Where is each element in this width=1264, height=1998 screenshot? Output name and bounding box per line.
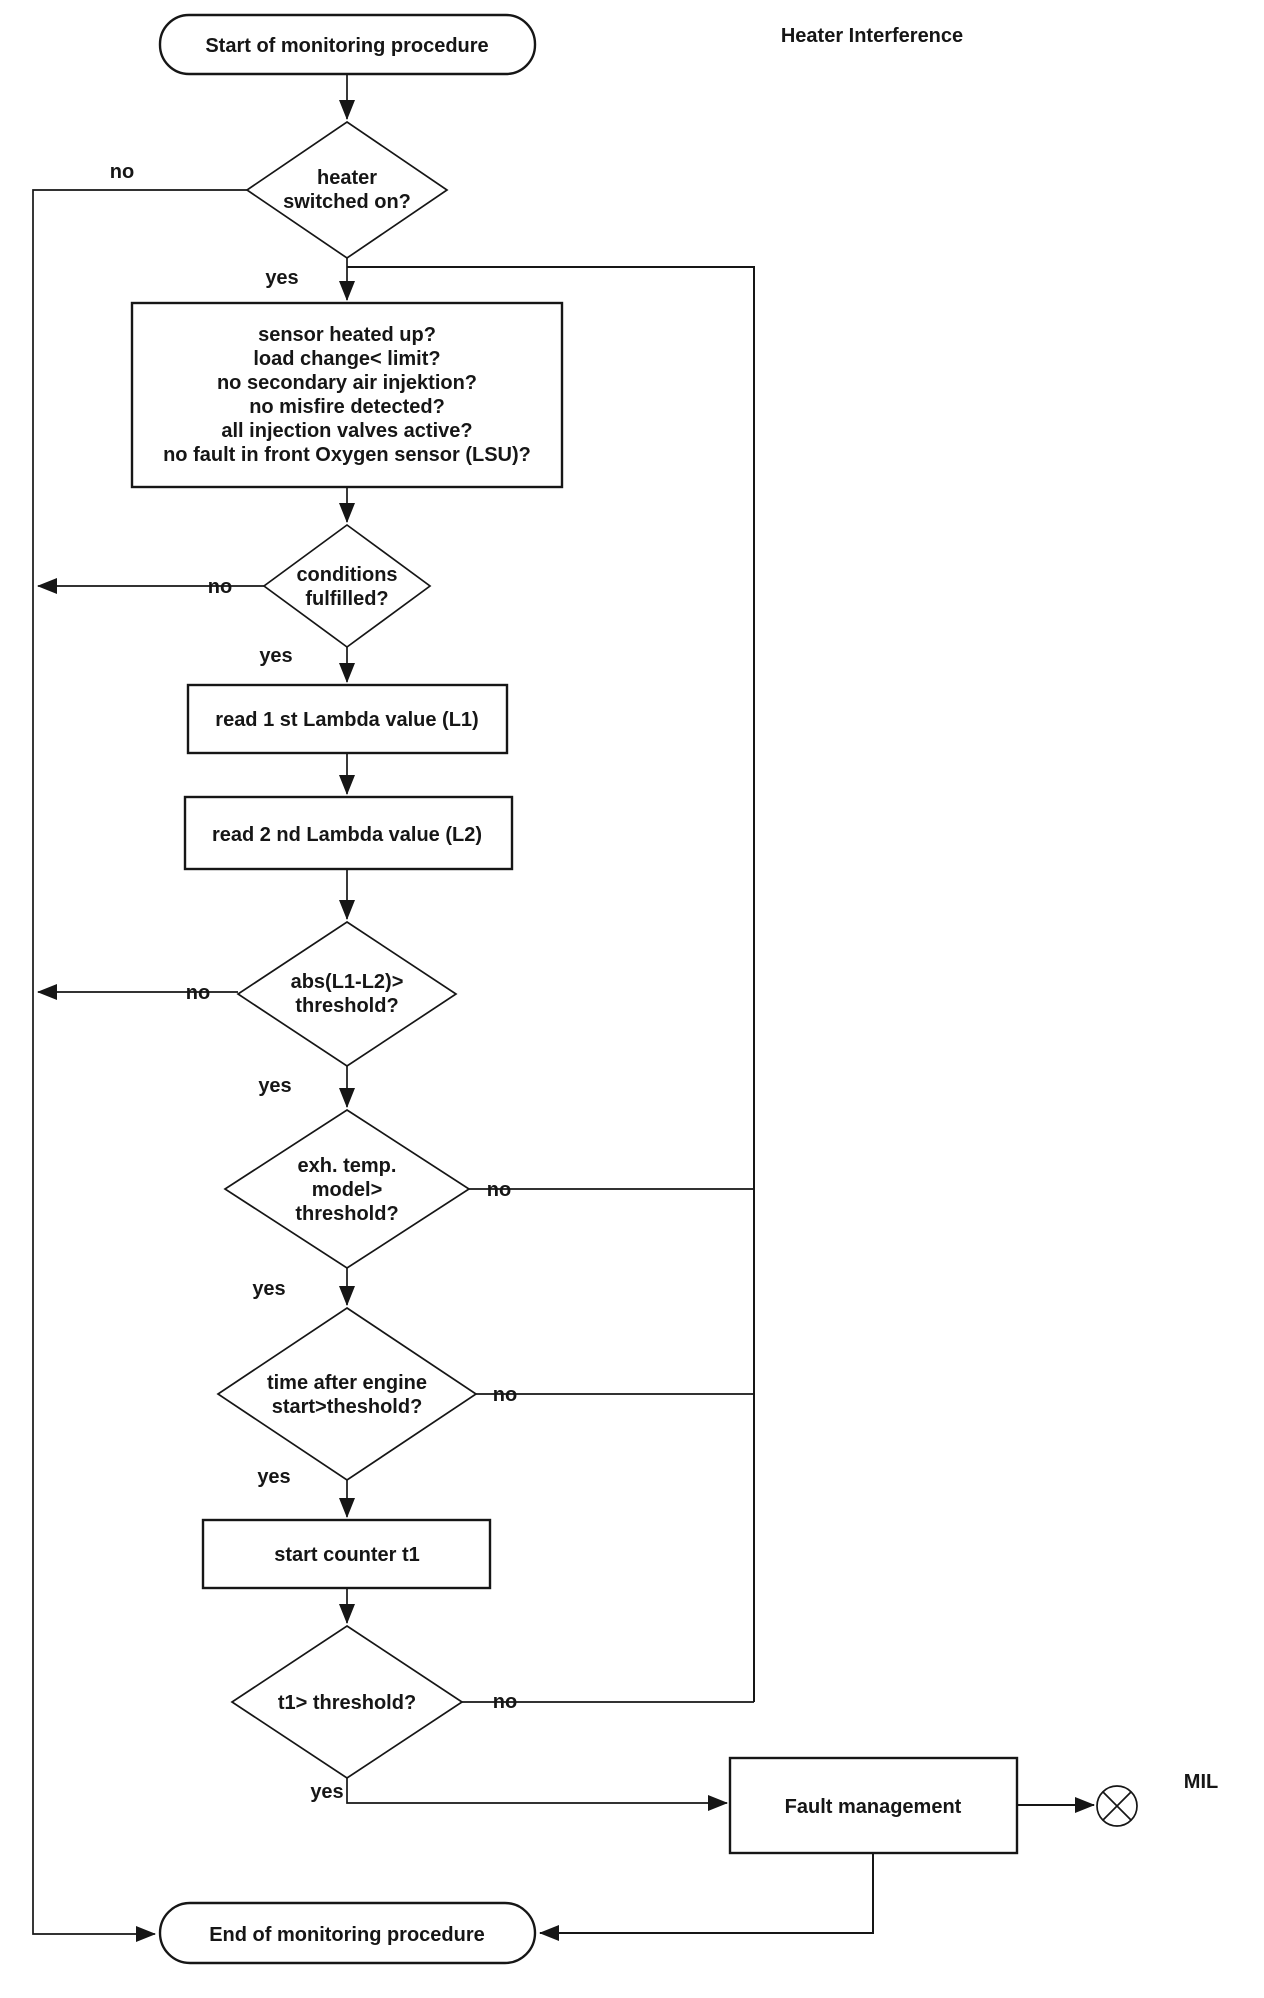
edge-fault-to-end: [539, 1853, 874, 1941]
time-no-label: no: [493, 1384, 517, 1406]
edge-no-collector-right: [347, 266, 755, 1702]
conditions-decision-line2: fulfilled?: [305, 588, 388, 610]
abs-no-label: no: [186, 982, 210, 1004]
end-node: [158, 1901, 537, 1965]
fault-management-label: Fault management: [785, 1796, 962, 1818]
conditions-decision-line1: conditions: [296, 564, 397, 586]
exh-temp-decision-line3: threshold?: [295, 1203, 398, 1225]
edge-heater-no-left-line: [32, 189, 247, 1942]
read-l2-label: read 2 nd Lambda value (L2): [212, 824, 482, 846]
start-node: [158, 13, 537, 76]
heater-yes-label: yes: [265, 267, 298, 289]
exh-temp-decision-line2: model>: [312, 1179, 383, 1201]
conditions-no-label: no: [208, 576, 232, 598]
time-decision-line2: start>theshold?: [272, 1396, 423, 1418]
time-decision-line1: time after engine: [267, 1372, 427, 1394]
abs-yes-label: yes: [258, 1075, 291, 1097]
t1-yes-label: yes: [310, 1781, 343, 1803]
heater-decision-line1: heater: [317, 167, 377, 189]
conditions-box-line6: no fault in front Oxygen sensor (LSU)?: [163, 444, 531, 466]
exh-yes-label: yes: [252, 1278, 285, 1300]
read-l1-label: read 1 st Lambda value (L1): [215, 709, 478, 731]
end-node-label: End of monitoring procedure: [209, 1924, 485, 1946]
heater-decision-line2: switched on?: [283, 191, 411, 213]
abs-decision: [236, 920, 458, 1068]
conditions-yes-label: yes: [259, 645, 292, 667]
conditions-decision: [262, 523, 432, 649]
start-counter-label: start counter t1: [274, 1544, 420, 1566]
mil-label: MIL: [1184, 1771, 1218, 1793]
start-counter-box: [201, 1518, 492, 1590]
conditions-box-line4: no misfire detected?: [249, 396, 445, 418]
abs-decision-line1: abs(L1-L2)>: [291, 971, 404, 993]
t1-decision-label: t1> threshold?: [278, 1692, 416, 1714]
conditions-box-line5: all injection valves active?: [221, 420, 472, 442]
start-node-label: Start of monitoring procedure: [205, 35, 488, 57]
t1-no-label: no: [493, 1691, 517, 1713]
time-yes-label: yes: [257, 1466, 290, 1488]
abs-decision-line2: threshold?: [295, 995, 398, 1017]
conditions-box-line2: load change< limit?: [253, 348, 440, 370]
read-l2-box: [183, 795, 514, 871]
conditions-box-line1: sensor heated up?: [258, 324, 436, 346]
edge-t1-yes: [346, 1778, 728, 1811]
exh-temp-decision-line1: exh. temp.: [298, 1155, 397, 1177]
read-l1-box: [186, 683, 509, 755]
conditions-box: [130, 301, 564, 489]
exh-no-label: no: [487, 1179, 511, 1201]
time-decision: [216, 1306, 478, 1482]
heater-decision: [245, 120, 449, 260]
t1-decision: [230, 1624, 464, 1780]
exh-temp-decision: [223, 1108, 471, 1270]
diagram-title: Heater Interference: [781, 25, 963, 47]
conditions-box-line3: no secondary air injektion?: [217, 372, 477, 394]
mil-indicator-icon: [1096, 1785, 1138, 1827]
fault-management-box: [728, 1756, 1019, 1855]
heater-no-label: no: [110, 161, 134, 183]
